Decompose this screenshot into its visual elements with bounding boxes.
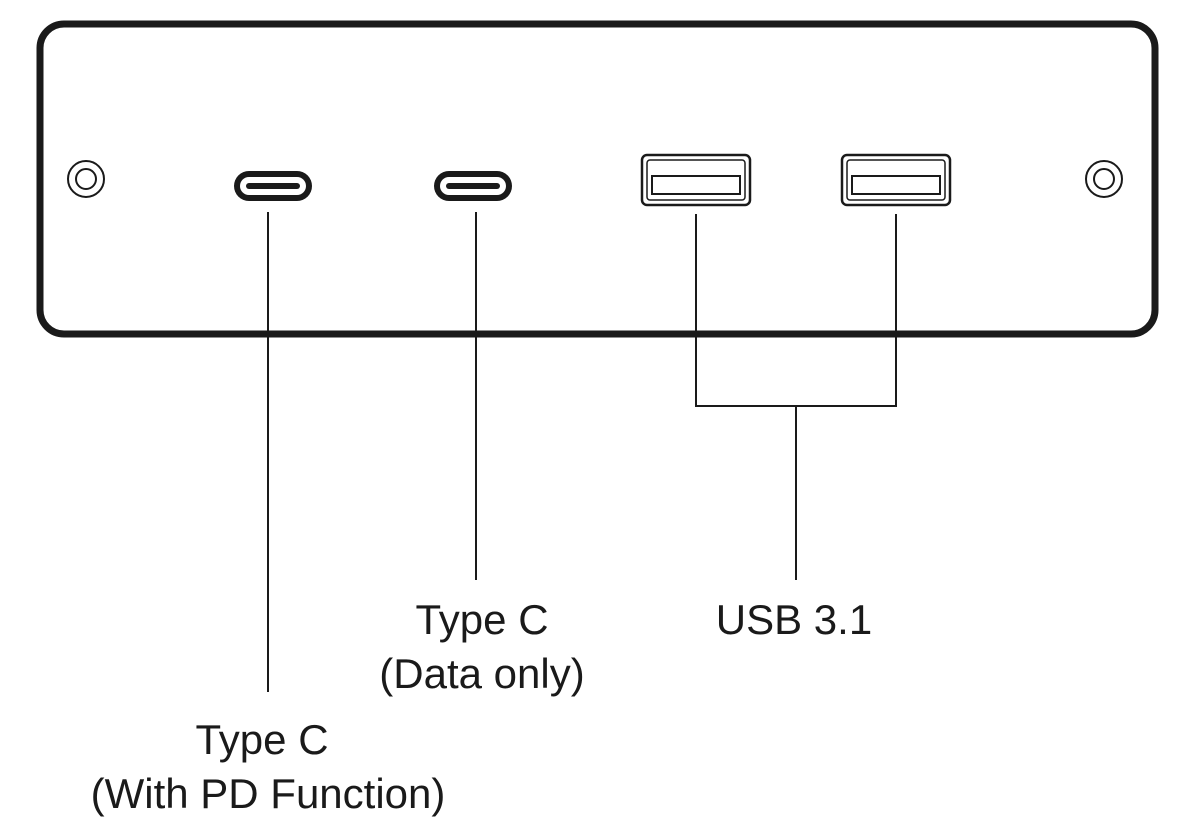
left-screw-icon	[67, 160, 105, 198]
data-port-label-line2: (Data only)	[379, 650, 584, 697]
data-port-label-line1: Type C	[415, 596, 548, 643]
usb-a-port-1-icon	[640, 153, 752, 207]
pd-port-label-line2: (With PD Function)	[91, 770, 446, 817]
usb-c-pd-port-icon	[234, 171, 312, 201]
usb-c-data-port-icon	[434, 171, 512, 201]
usb-ports-label: USB 3.1	[716, 596, 872, 643]
right-screw-icon	[1085, 160, 1123, 198]
front-panel	[36, 20, 1159, 338]
usb-ports-bracket	[695, 214, 897, 580]
usb-a-port-2-icon	[840, 153, 952, 207]
pd-port-label-line1: Type C	[195, 716, 328, 763]
